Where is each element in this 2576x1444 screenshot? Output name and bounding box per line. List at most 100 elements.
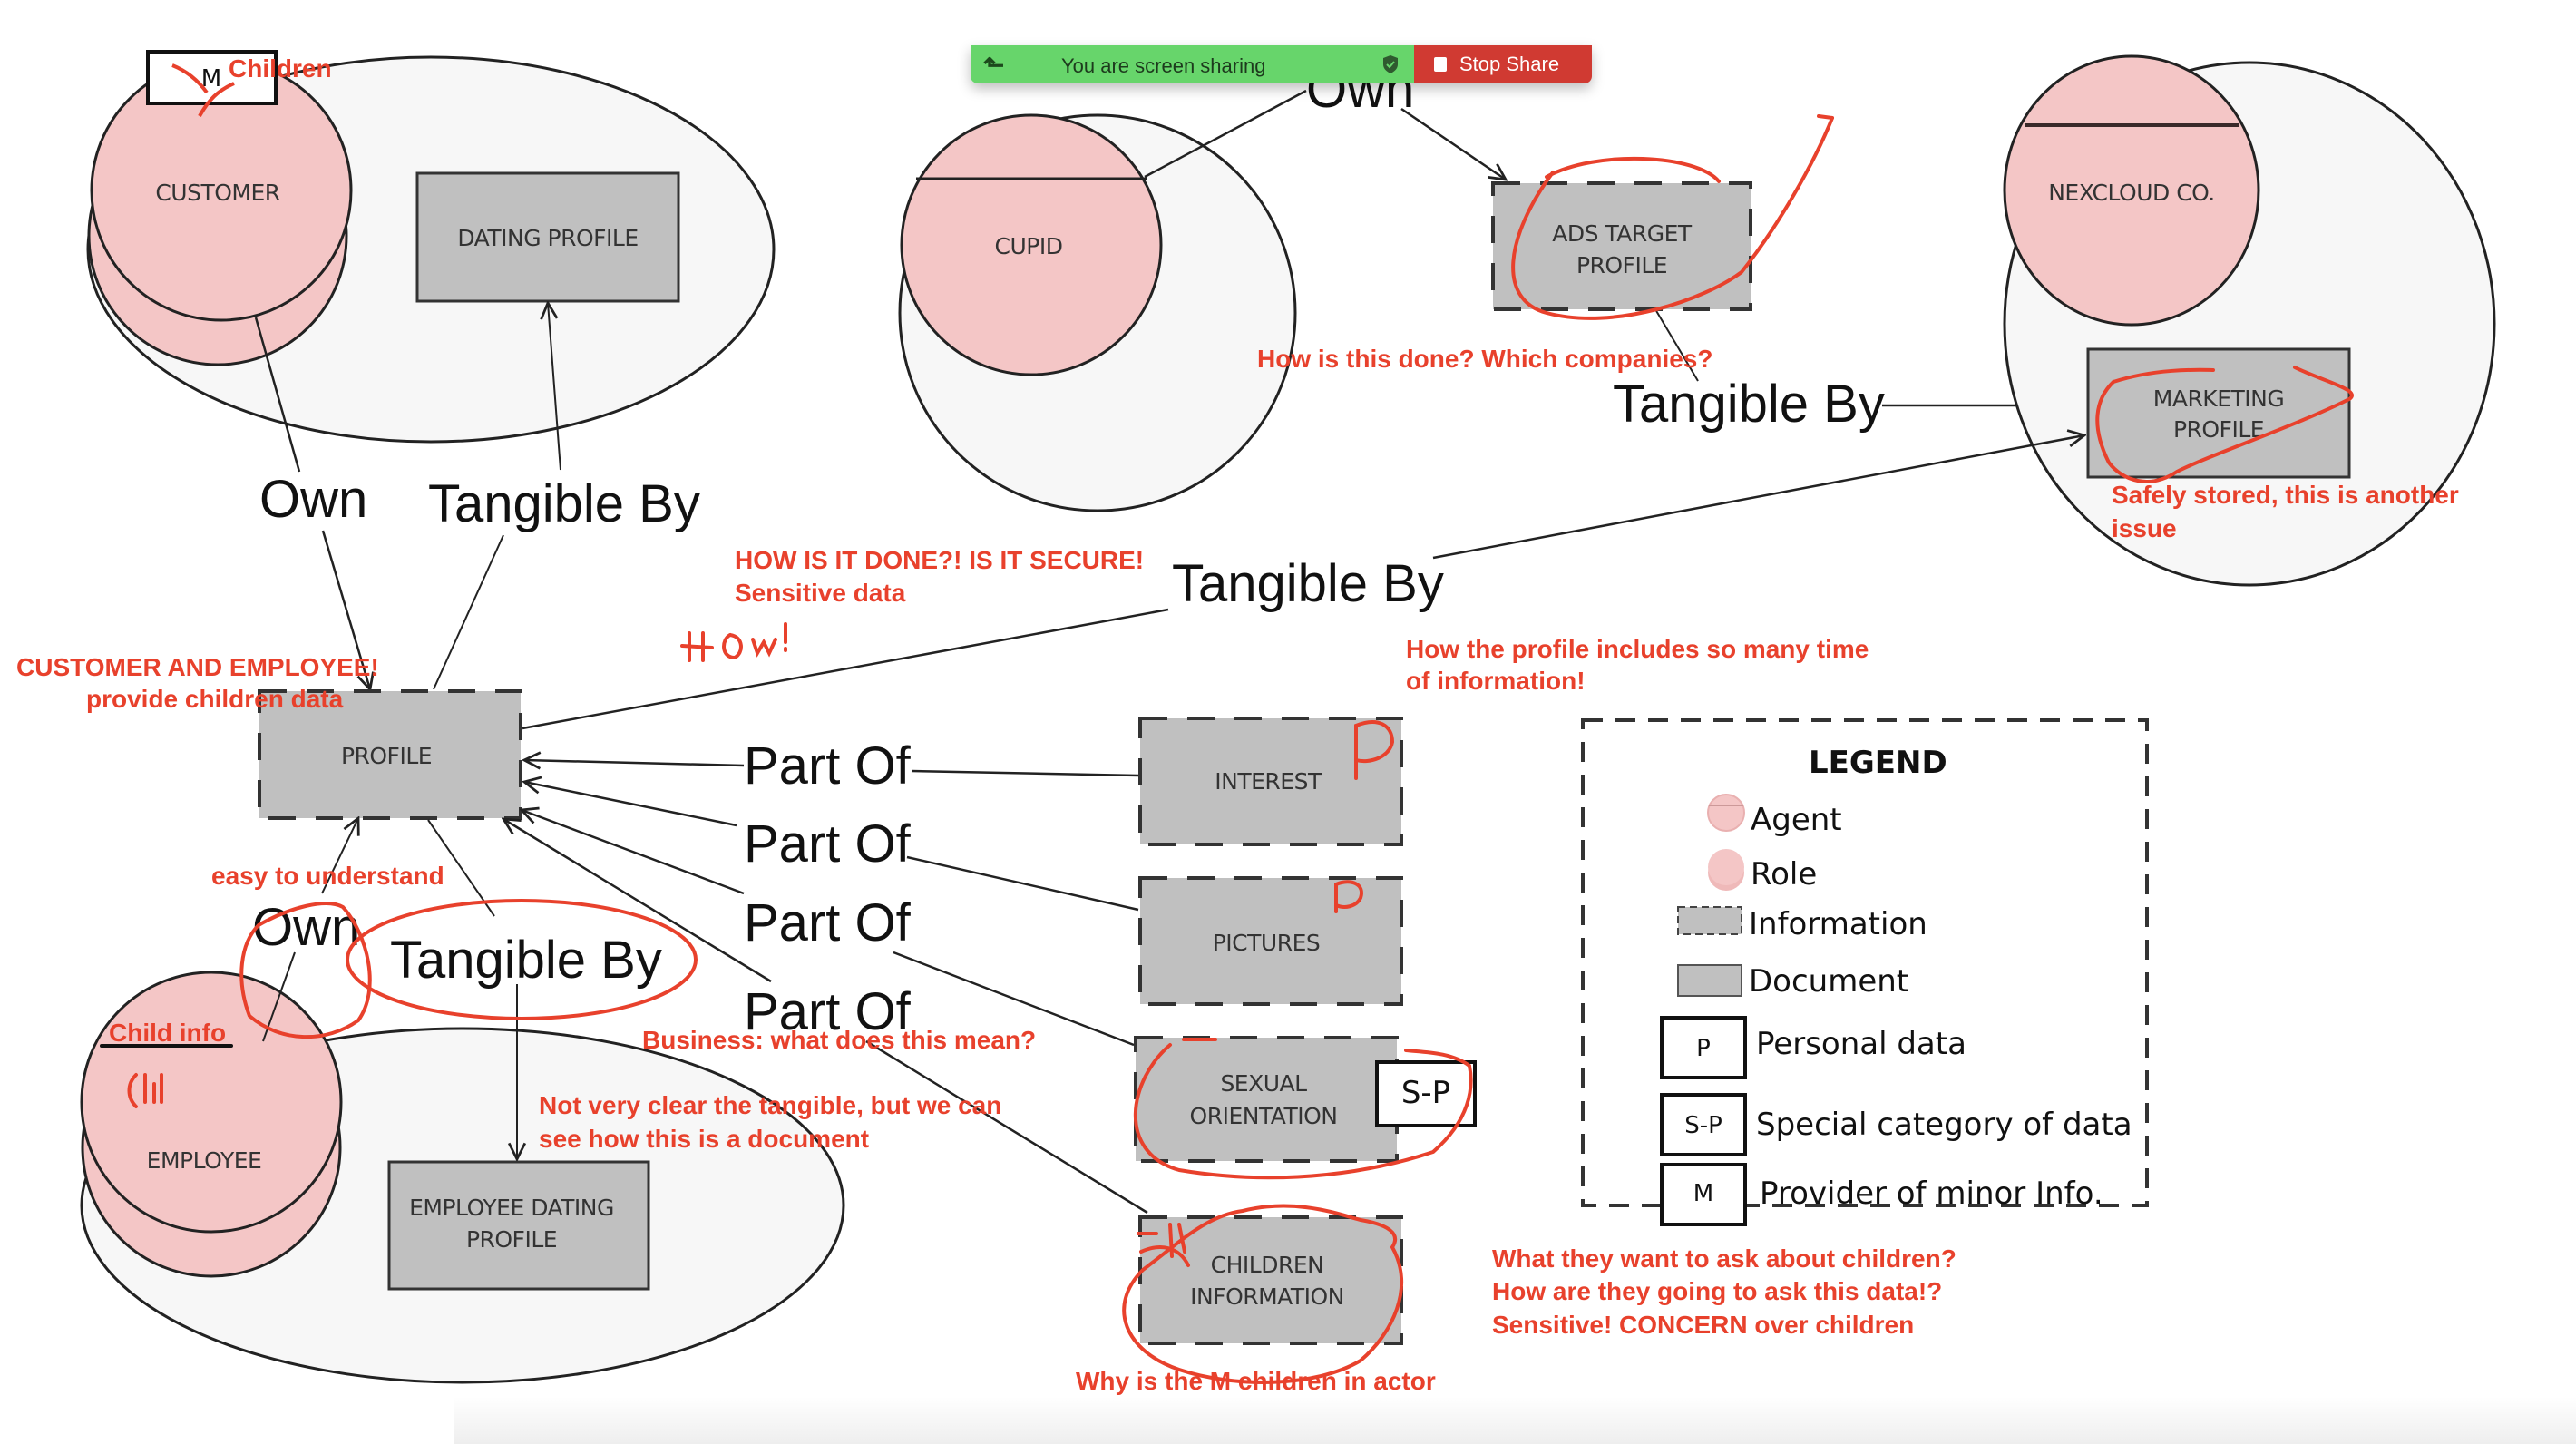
edge-employee-own-2 [321,818,358,894]
edge-cupid-own-1 [1144,89,1307,179]
annotation-customer-employee-2: provide children data [86,685,344,713]
edge-partof-children-1 [503,819,772,983]
letter-p-interest-mark [1354,720,1395,780]
employee-dating-profile-document[interactable] [387,1160,650,1291]
letter-p-pictures-mark [1334,880,1363,913]
edge-cupid-own-2 [1400,107,1506,180]
stop-square-icon [1434,57,1447,72]
sketch-how-mark [680,622,787,662]
edge-employee-tangible-1 [427,819,495,917]
relation-dating-tangible: Tangible By [428,474,700,533]
annotation-profile-types-2: of information! [1406,667,1586,695]
relation-part-of-1: Part Of [744,737,912,795]
screen-share-status[interactable]: ⬑ You are screen sharing [971,45,1414,83]
nexcloud-group: NEXCLOUD CO. MARKETING PROFILE [2003,54,2496,587]
legend: LEGEND Agent Role Information Document P… [1581,718,2149,1226]
marketing-label-line2: PROFILE [2173,416,2264,443]
screen-share-status-text: You are screen sharing [1061,54,1266,77]
profile-info[interactable] [258,689,522,820]
cupid-label: CUPID [995,233,1063,259]
shield-check-icon [1383,55,1398,73]
customer-m-badge-text: M [201,65,221,93]
annotation-ads-question: How is this done? Which companies? [1257,345,1712,373]
legend-label-agent: Agent [1751,802,1842,838]
annotation-not-clear-1: Not very clear the tangible, but we can [539,1091,1001,1119]
legend-label-document: Document [1749,963,1908,1000]
legend-title: LEGEND [1809,745,1947,781]
legend-document-icon [1677,964,1742,997]
annotation-child-info: Child info [109,1019,226,1047]
interest-label: INTEREST [1215,768,1322,795]
edge-customer-own-2 [321,530,370,689]
annotation-children: Children [229,54,332,83]
dating-profile-document[interactable] [415,171,680,303]
relation-customer-own: Own [259,470,367,529]
cupid-group: CUPID [898,113,1297,512]
edge-customer-own-1 [254,317,301,473]
legend-sp-icon-text: S-P [1684,1112,1722,1139]
circle-children-info-mark [1122,1204,1404,1384]
legend-label-personal: Personal data [1756,1026,1966,1062]
circle-employee-tangible-mark [346,899,698,1020]
marketing-label-line1: MARKETING [2153,385,2284,412]
edge-partof-interest-2 [911,769,1139,777]
annotation-children-questions-3: Sensitive! CONCERN over children [1492,1311,1914,1339]
relation-employee-tangible: Tangible By [390,931,662,990]
circle-sexual-orientation-mark [1133,1038,1473,1180]
relation-ads-tangible: Tangible By [1613,375,1885,434]
bottom-shadow [454,1397,2576,1444]
annotation-not-clear-2: see how this is a document [539,1125,869,1153]
edge-profile-tangible-1 [522,608,1169,730]
legend-p-icon [1660,1016,1747,1079]
circle-marketing-mark [2095,366,2354,483]
ads-target-label-line1: ADS TARGET [1552,220,1693,247]
legend-sp-icon [1660,1093,1747,1156]
legend-role-icon [1708,849,1744,885]
children-info-label-line1: CHILDREN [1211,1252,1324,1278]
edge-partof-pictures-1 [524,782,737,827]
employee-dating-label-line1: EMPLOYEE DATING [409,1195,614,1221]
annotation-how-secure-2: Sensitive data [735,579,906,607]
sexual-orientation-info[interactable] [1134,1036,1399,1163]
edge-partof-interest-1 [524,760,745,766]
edge-partof-pictures-2 [906,855,1139,912]
ads-target-profile-info[interactable] [1491,181,1752,311]
strike-mark-icon [171,63,235,117]
legend-agent-icon [1707,794,1745,832]
children-info-label-line2: INFORMATION [1190,1283,1344,1310]
employee-role-circle[interactable] [80,971,343,1234]
pictures-label: PICTURES [1213,930,1321,956]
annotation-easy: easy to understand [211,862,444,890]
scribble-children-info-mark [1137,1223,1190,1267]
annotation-marketing-note-2: issue [2112,514,2177,542]
edge-dating-tangible-1 [433,534,504,690]
children-information-info[interactable] [1138,1215,1403,1345]
annotation-how-secure-1: HOW IS IT DONE?! IS IT SECURE! [735,546,1144,574]
sketch-chil-mark [127,1073,163,1108]
sp-badge-text: S-P [1401,1075,1450,1111]
annotation-profile-types-1: How the profile includes so many time [1406,635,1869,663]
share-arrow-icon[interactable]: ⬑ [983,50,1005,79]
legend-p-icon-text: P [1696,1035,1711,1062]
customer-group: CUSTOMER M DATING PROFILE [86,50,776,444]
legend-label-information: Information [1749,906,1927,942]
legend-label-role: Role [1751,856,1817,893]
stop-share-button[interactable]: Stop Share [1414,45,1592,83]
annotation-layer [100,114,2354,1384]
stop-share-label: Stop Share [1459,53,1560,75]
screen-share-bar: ⬑ You are screen sharing Stop Share [971,45,1592,83]
customer-label: CUSTOMER [155,180,279,206]
legend-information-icon [1677,906,1742,935]
annotation-children-questions-1: What they want to ask about children? [1492,1244,1956,1273]
legend-label-special: Special category of data [1756,1107,2132,1143]
legend-m-icon-text: M [1693,1180,1713,1207]
tick-ads-target-mark [1817,114,1834,120]
annotation-business: Business: what does this mean? [642,1026,1036,1054]
sp-badge[interactable] [1375,1060,1477,1127]
employee-dating-label-line2: PROFILE [466,1226,557,1253]
circle-employee-own-mark [239,902,372,1039]
customer-m-badge[interactable] [146,50,278,105]
employee-label: EMPLOYEE [147,1147,262,1174]
relation-profile-tangible: Tangible By [1172,554,1444,613]
marketing-profile-document[interactable] [2086,347,2351,479]
